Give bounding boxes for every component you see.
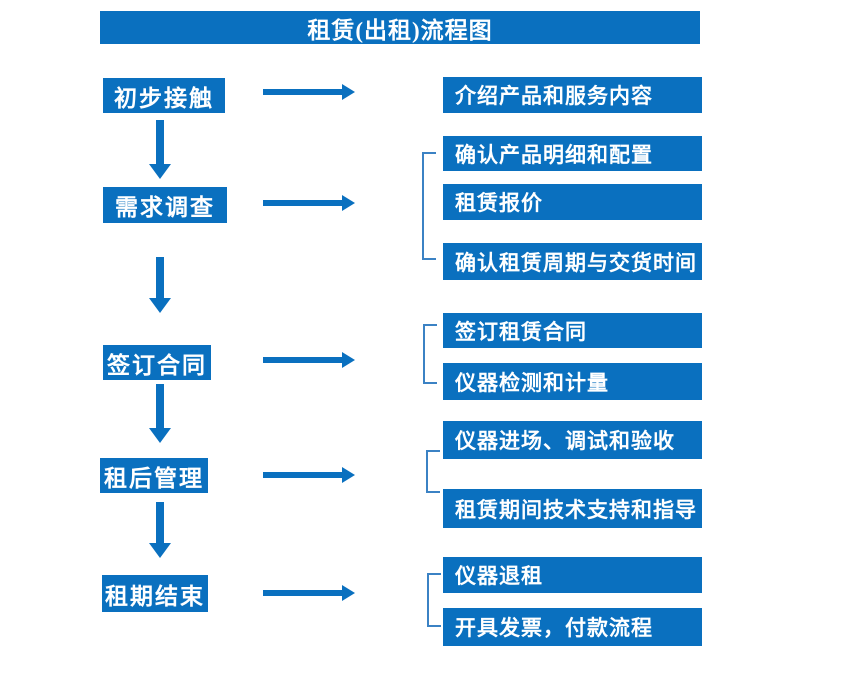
right-arrow-head bbox=[342, 585, 355, 601]
step-box-lease-end: 租期结束 bbox=[102, 575, 208, 612]
right-arrow-icon bbox=[263, 467, 355, 483]
down-arrow-stem bbox=[156, 257, 164, 299]
right-arrow-icon bbox=[263, 585, 355, 601]
bracket-icon bbox=[427, 573, 441, 627]
down-arrow-head bbox=[149, 543, 171, 558]
bracket-icon bbox=[422, 152, 436, 260]
right-arrow-stem bbox=[263, 200, 343, 206]
right-arrow-head bbox=[342, 195, 355, 211]
right-arrow-icon bbox=[263, 352, 355, 368]
bracket-icon bbox=[426, 450, 440, 493]
down-arrow-stem bbox=[156, 502, 164, 544]
detail-box-instrument-return: 仪器退租 bbox=[443, 557, 702, 593]
right-arrow-stem bbox=[263, 357, 343, 363]
down-arrow-stem bbox=[156, 120, 164, 165]
bracket-icon bbox=[423, 324, 437, 384]
down-arrow-head bbox=[149, 428, 171, 443]
detail-box-confirm-period-delivery: 确认租赁周期与交货时间 bbox=[443, 243, 702, 280]
detail-box-rental-quotation: 租赁报价 bbox=[443, 184, 702, 220]
down-arrow-head bbox=[149, 164, 171, 179]
right-arrow-icon bbox=[263, 195, 355, 211]
down-arrow-icon bbox=[149, 384, 171, 443]
detail-box-instrument-setup-acceptance: 仪器进场、调试和验收 bbox=[443, 421, 702, 459]
step-box-post-rental-management: 租后管理 bbox=[100, 458, 208, 493]
step-box-demand-survey: 需求调查 bbox=[103, 187, 227, 223]
down-arrow-icon bbox=[149, 120, 171, 179]
right-arrow-stem bbox=[263, 590, 343, 596]
detail-box-sign-lease-contract: 签订租赁合同 bbox=[443, 313, 702, 348]
right-arrow-head bbox=[342, 84, 355, 100]
detail-box-confirm-product-config: 确认产品明细和配置 bbox=[443, 136, 702, 171]
right-arrow-icon bbox=[263, 84, 355, 100]
step-box-initial-contact: 初步接触 bbox=[103, 78, 225, 113]
down-arrow-icon bbox=[149, 257, 171, 313]
down-arrow-head bbox=[149, 298, 171, 313]
right-arrow-head bbox=[342, 467, 355, 483]
right-arrow-stem bbox=[263, 472, 343, 478]
detail-box-technical-support: 租赁期间技术支持和指导 bbox=[443, 489, 702, 528]
detail-box-invoice-payment: 开具发票，付款流程 bbox=[443, 608, 702, 646]
detail-box-introduce-products: 介绍产品和服务内容 bbox=[443, 77, 702, 113]
down-arrow-stem bbox=[156, 384, 164, 429]
right-arrow-stem bbox=[263, 89, 343, 95]
detail-box-instrument-testing: 仪器检测和计量 bbox=[443, 363, 702, 400]
step-box-sign-contract: 签订合同 bbox=[103, 345, 211, 380]
right-arrow-head bbox=[342, 352, 355, 368]
down-arrow-icon bbox=[149, 502, 171, 558]
page-title: 租赁(出租)流程图 bbox=[100, 11, 700, 44]
